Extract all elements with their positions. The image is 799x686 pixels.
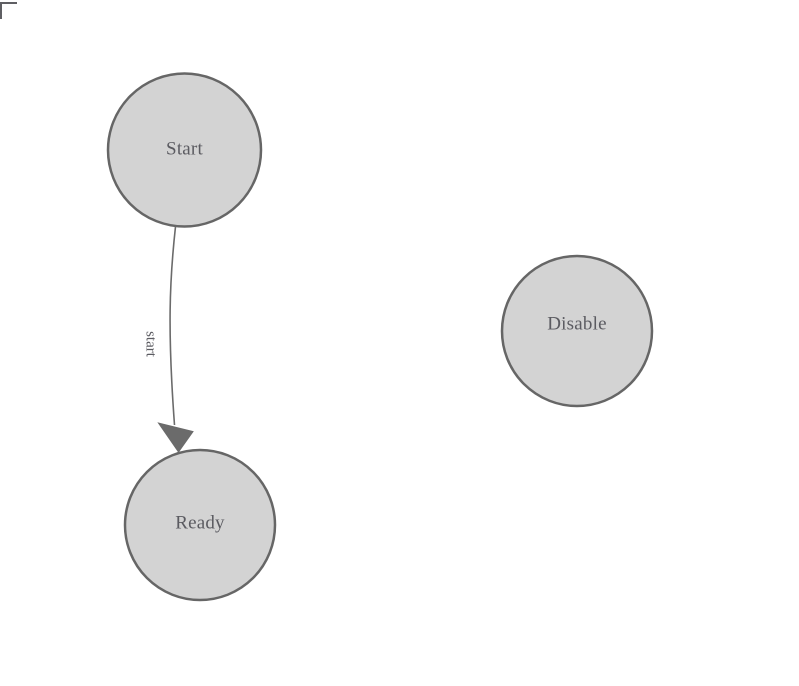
arrowhead-icon <box>157 422 194 453</box>
node-start[interactable]: Start <box>106 72 263 228</box>
edge-line <box>169 226 177 426</box>
node-label-disable: Disable <box>547 313 606 334</box>
node-label-ready: Ready <box>175 512 225 533</box>
edges-layer: start <box>143 226 194 453</box>
node-circle[interactable] <box>500 254 654 408</box>
node-circle[interactable] <box>123 448 277 602</box>
edge-label-start: start <box>143 331 159 358</box>
node-ready[interactable]: Ready <box>123 448 277 602</box>
nodes-layer: Start Ready Disable <box>106 72 654 602</box>
node-label-start: Start <box>166 138 203 159</box>
node-disable[interactable]: Disable <box>500 254 654 408</box>
edge-start-to-ready[interactable]: start <box>143 226 194 453</box>
node-circle[interactable] <box>106 72 263 228</box>
top-left-corner-mark <box>0 2 17 19</box>
